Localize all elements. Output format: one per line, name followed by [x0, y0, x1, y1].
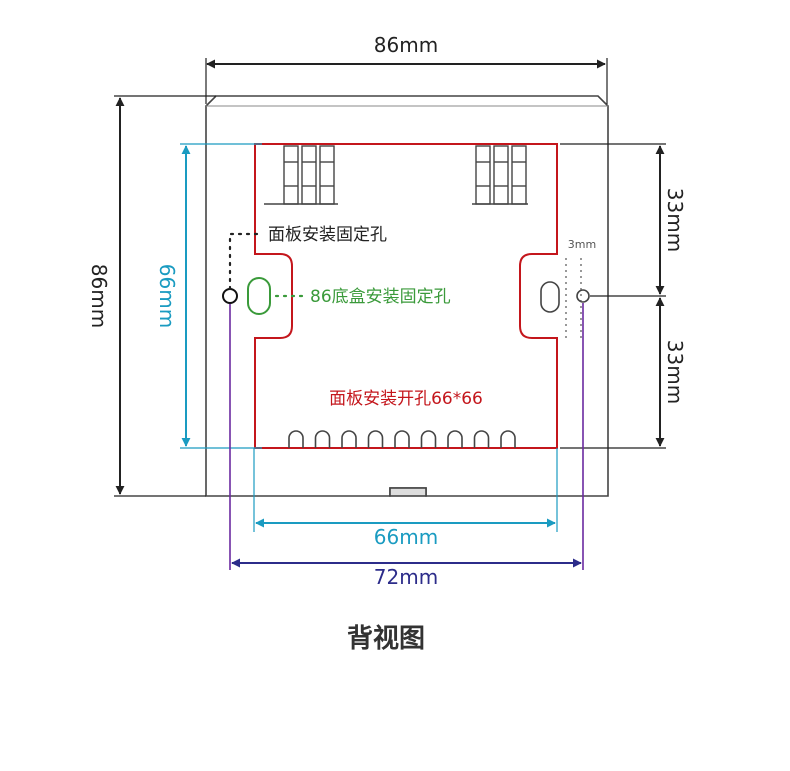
dim-hole-spacing-label: 72mm — [374, 565, 438, 589]
note-box-hole: 86底盒安装固定孔 — [310, 287, 451, 307]
terminal-loop — [500, 430, 516, 448]
top-vents-left — [264, 145, 338, 205]
dim-right-upper-label: 33mm — [663, 188, 687, 252]
extension-lines — [114, 58, 666, 570]
dim-gap-label: 3mm — [568, 238, 596, 251]
dim-top-label: 86mm — [374, 33, 438, 57]
terminal-loop — [394, 430, 410, 448]
bottom-terminal-loops — [288, 430, 516, 448]
panel-hole-leader — [228, 232, 264, 291]
terminal-loop — [473, 430, 490, 448]
note-panel-hole: 面板安装固定孔 — [268, 225, 387, 245]
dim-left-label: 86mm — [87, 264, 111, 328]
panel-hole-right — [576, 289, 590, 303]
terminal-loop — [341, 430, 357, 448]
note-cutout: 面板安装开孔66*66 — [329, 389, 483, 409]
terminal-loop — [420, 430, 437, 448]
terminal-loop — [314, 430, 331, 448]
terminal-loop — [288, 430, 304, 448]
outer-panel — [205, 95, 609, 497]
dim-right-lower-label: 33mm — [663, 340, 687, 404]
panel-hole-left — [222, 288, 238, 304]
top-vents-right — [472, 145, 528, 205]
box-slot-right — [540, 281, 560, 313]
view-caption: 背视图 — [347, 624, 425, 654]
box-slot-left — [247, 277, 271, 315]
dim-cutout-height-label: 66mm — [155, 264, 179, 328]
terminal-loop — [367, 430, 384, 448]
terminal-loop — [447, 430, 463, 448]
dim-cutout-width-label: 66mm — [374, 525, 438, 549]
